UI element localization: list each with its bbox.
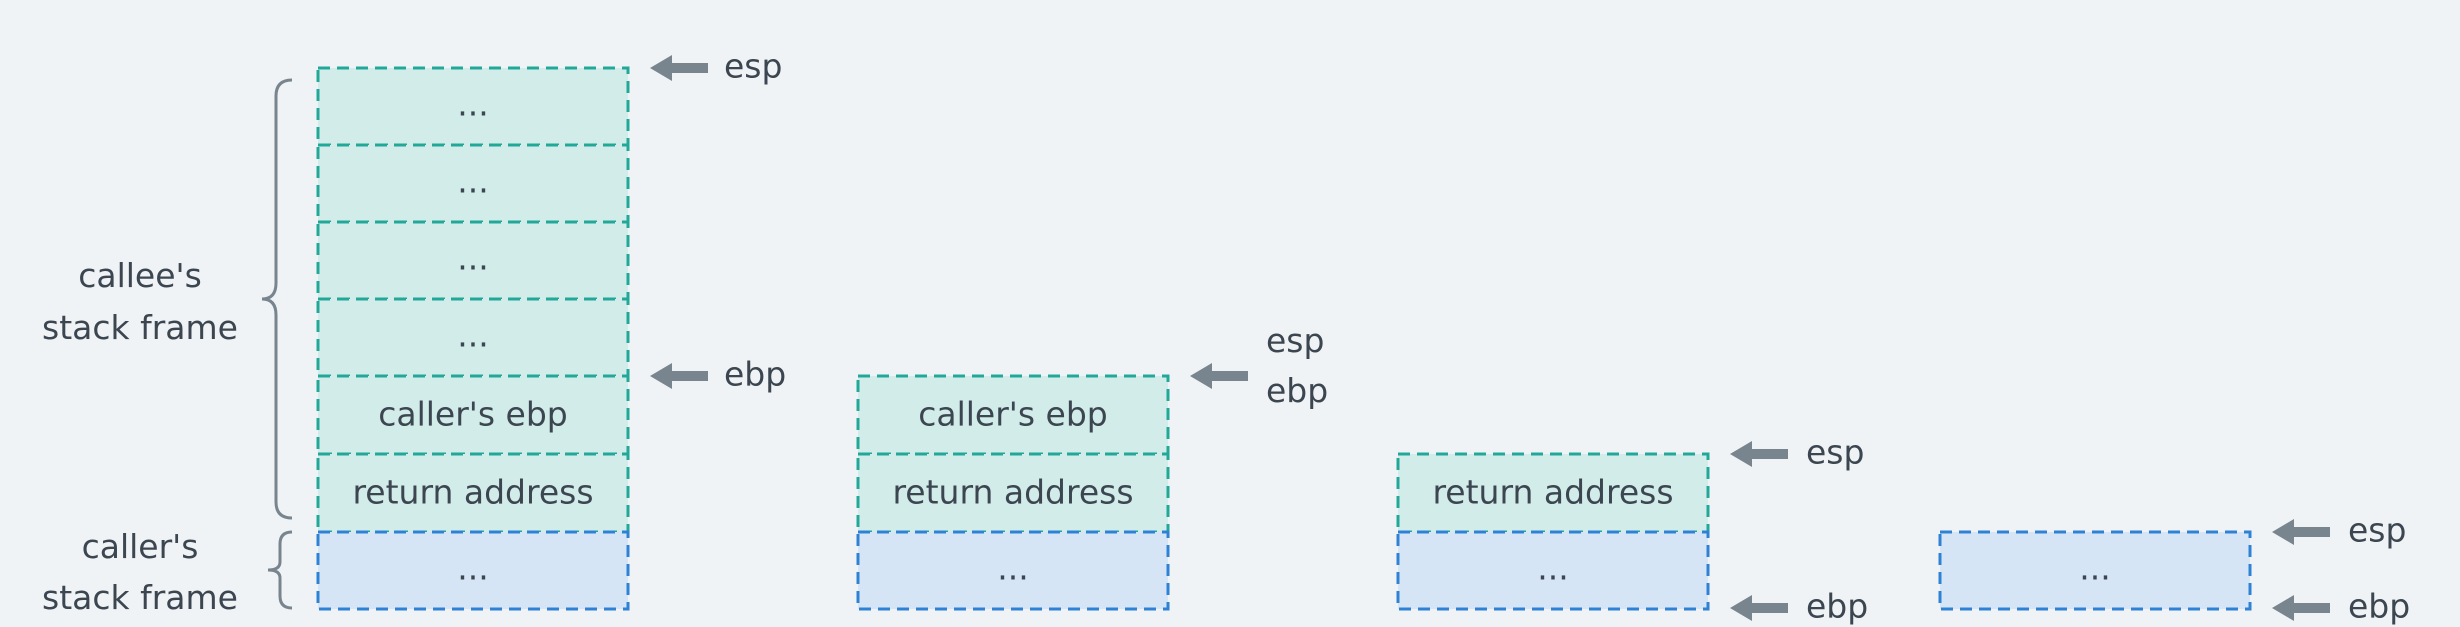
arrow-left-icon xyxy=(1190,363,1248,389)
stack-3: return address ... esp ebp xyxy=(1396,433,1868,626)
stack-3-esp-pointer: esp xyxy=(1730,433,1864,472)
arrow-left-icon xyxy=(1730,441,1788,467)
stack-1-cell-2: ... xyxy=(316,143,630,224)
esp-label: esp xyxy=(1806,433,1864,472)
stack-2-esp-ebp-pointer: esp ebp xyxy=(1190,321,1335,410)
stack-1-esp-pointer: esp xyxy=(650,47,782,86)
callee-frame-brace-group: callee's stack frame xyxy=(42,78,293,520)
arrow-left-icon xyxy=(2272,595,2330,621)
stack-4-ebp-pointer: ebp xyxy=(2272,587,2410,626)
svg-text:caller's ebp: caller's ebp xyxy=(918,395,1108,434)
ebp-label: ebp xyxy=(1806,587,1868,626)
svg-text:return address: return address xyxy=(892,473,1133,512)
stack-1-cell-6: return address xyxy=(316,452,630,534)
stack-1-cell-1: ... xyxy=(316,66,630,147)
svg-text:return address: return address xyxy=(352,473,593,512)
caller-frame-brace-group: caller's stack frame xyxy=(42,527,293,617)
svg-text:...: ... xyxy=(997,549,1028,588)
stack-4-esp-pointer: esp xyxy=(2272,511,2406,550)
stack-1-cell-5: caller's ebp xyxy=(316,374,630,456)
esp-ebp-label: esp ebp xyxy=(1266,321,1335,410)
callee-frame-label-line2: stack frame xyxy=(42,308,238,347)
stack-2-cell-3: ... xyxy=(856,530,1170,611)
esp-label: esp xyxy=(2348,511,2406,550)
stack-1-cell-3: ... xyxy=(316,220,630,301)
esp-label: esp xyxy=(724,47,782,86)
svg-text:return address: return address xyxy=(1432,473,1673,512)
svg-text:...: ... xyxy=(457,239,488,278)
arrow-left-icon xyxy=(650,55,708,81)
svg-text:caller's ebp: caller's ebp xyxy=(378,395,568,434)
stack-3-cell-2: ... xyxy=(1396,530,1710,611)
svg-text:...: ... xyxy=(457,316,488,355)
stack-1-ebp-pointer: ebp xyxy=(650,355,786,394)
callee-frame-label-line1: callee's xyxy=(78,256,202,295)
caller-frame-label-line1: caller's xyxy=(82,527,199,566)
svg-text:...: ... xyxy=(457,162,488,201)
caller-frame-brace xyxy=(267,530,293,610)
stack-1: ... ... ... ... caller's ebp return addr… xyxy=(316,47,786,611)
stack-2: caller's ebp return address ... esp ebp xyxy=(856,321,1335,611)
stack-2-cell-1: caller's ebp xyxy=(856,374,1170,456)
arrow-left-icon xyxy=(650,363,708,389)
stack-1-cell-7: ... xyxy=(316,530,630,611)
svg-text:...: ... xyxy=(1537,549,1568,588)
stack-4: ... esp ebp xyxy=(1938,511,2410,626)
stack-1-cell-4: ... xyxy=(316,297,630,378)
svg-text:...: ... xyxy=(457,549,488,588)
svg-text:...: ... xyxy=(2079,549,2110,588)
callee-frame-brace xyxy=(261,78,293,520)
svg-text:...: ... xyxy=(457,85,488,124)
arrow-left-icon xyxy=(1730,595,1788,621)
ebp-label: ebp xyxy=(2348,587,2410,626)
stack-3-cell-1: return address xyxy=(1396,452,1710,534)
arrow-left-icon xyxy=(2272,519,2330,545)
caller-frame-label-line2: stack frame xyxy=(42,578,238,617)
ebp-label: ebp xyxy=(724,355,786,394)
stack-3-ebp-pointer: ebp xyxy=(1730,587,1868,626)
stack-2-cell-2: return address xyxy=(856,452,1170,534)
stack-4-cell-1: ... xyxy=(1938,530,2252,611)
